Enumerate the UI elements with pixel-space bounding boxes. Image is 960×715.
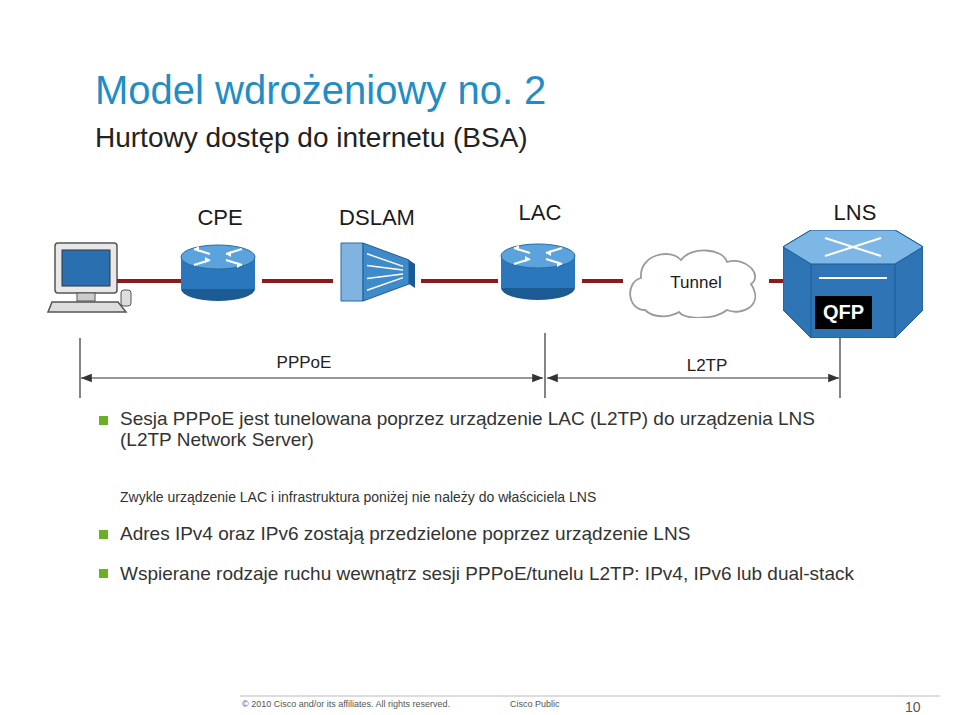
span-label: PPPoE (266, 354, 342, 373)
link-line (262, 279, 333, 283)
dslam-icon (333, 239, 417, 305)
device-name: LAC (498, 200, 582, 226)
device-name: LNS (783, 200, 927, 226)
device-node: LNS QFP (783, 200, 927, 340)
bullet-marker (99, 416, 108, 578)
bullet-text: Adres IPv4 oraz IPv6 zostają przedzielon… (120, 524, 880, 545)
note-text: Zwykle urządzenie LAC i infrastruktura p… (120, 490, 880, 505)
page-number: 10 (905, 700, 921, 715)
link-line (421, 279, 498, 283)
footer-text: Cisco Public (510, 700, 560, 710)
bullet-text: Sesja PPPoE jest tunelowana poprzez urzą… (120, 409, 820, 451)
link-line (582, 279, 623, 283)
footer-rule (240, 696, 940, 697)
device-node: LAC (498, 200, 582, 305)
router-icon (498, 240, 578, 304)
footer-text: © 2010 Cisco and/or its affiliates. All … (242, 700, 450, 710)
tunnel-cloud: Tunnel (623, 246, 769, 318)
module-badge: QFP (815, 296, 872, 329)
subtitle: Hurtowy dostęp do internetu (BSA) (95, 123, 795, 154)
device-node: CPE (178, 205, 262, 305)
wire (117, 279, 182, 283)
router-icon (178, 241, 258, 305)
cloud-label: Tunnel (623, 246, 769, 296)
pc-icon (48, 243, 131, 312)
device-node: DSLAM (333, 205, 421, 305)
device-name: CPE (178, 205, 262, 231)
bullet-text: Wspierane rodzaje ruchu wewnątrz sesji P… (120, 564, 880, 585)
span-label: L2TP (676, 357, 738, 376)
span-bracket (80, 333, 840, 398)
device-name: DSLAM (333, 205, 421, 231)
slide-title: Model wdrożeniowy no. 2 (95, 68, 546, 113)
link-line (769, 279, 783, 283)
